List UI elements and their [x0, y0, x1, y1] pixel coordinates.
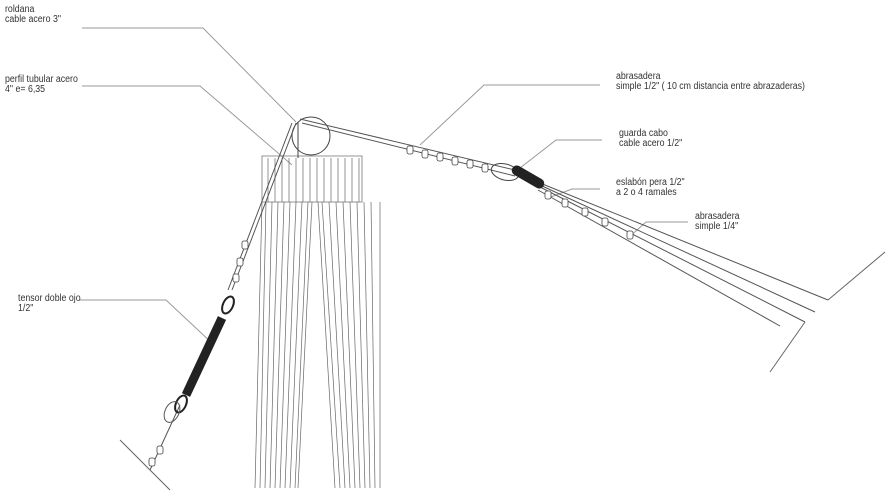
clamp	[581, 207, 589, 217]
label-guarda-cabo: guarda cabo cable acero 1/2"	[619, 129, 682, 149]
clamp	[481, 163, 489, 173]
label-line: guarda cabo	[619, 128, 668, 139]
label-line: roldana	[5, 4, 35, 15]
label-eslabon: eslabón pera 1/2" a 2 o 4 ramales	[616, 178, 685, 198]
label-line: abrasadera	[695, 211, 740, 222]
leader-perfil	[82, 85, 293, 166]
leader-lines	[80, 27, 688, 346]
leader-abrasadera-quarter	[627, 221, 688, 239]
label-roldana: roldana cable acero 3"	[5, 5, 61, 25]
label-perfil: perfil tubular acero 4" e= 6,35	[5, 75, 78, 95]
clamp	[466, 159, 474, 169]
label-line: 1/2"	[18, 303, 34, 314]
leader-tensor	[80, 299, 215, 346]
clamp	[451, 156, 459, 166]
clamp	[436, 152, 444, 162]
cables	[149, 118, 829, 471]
label-line: a 2 o 4 ramales	[616, 187, 677, 198]
leader-roldana	[82, 27, 297, 123]
label-line: simple 1/2" ( 10 cm distancia entre abra…	[616, 81, 805, 92]
leader-guarda-cabo	[519, 139, 602, 169]
wire-clamps	[148, 145, 634, 467]
label-line: cable acero 1/2"	[619, 138, 683, 149]
pear-link	[511, 165, 545, 189]
ground-lines	[119, 251, 886, 491]
pulley	[291, 116, 331, 158]
label-tensor: tensor doble ojo 1/2"	[18, 294, 81, 314]
leader-abrasadera-half	[419, 84, 600, 146]
label-line: cable acero 3"	[5, 14, 61, 25]
label-line: simple 1/4"	[695, 221, 739, 232]
label-abrasadera-quarter: abrasadera simple 1/4"	[695, 212, 740, 232]
clamp	[241, 240, 249, 250]
clamp	[406, 145, 414, 155]
label-line: tensor doble ojo	[18, 293, 81, 304]
label-line: abrasadera	[616, 71, 661, 82]
clamp	[544, 190, 552, 200]
clamp	[156, 445, 164, 455]
clamp	[561, 198, 569, 208]
clamp	[421, 149, 429, 159]
turnbuckle	[163, 295, 235, 423]
clamp	[601, 217, 609, 227]
clamp	[148, 457, 156, 467]
label-line: 4" e= 6,35	[5, 84, 46, 95]
label-line: perfil tubular acero	[5, 74, 78, 85]
label-abrasadera-half: abrasadera simple 1/2" ( 10 cm distancia…	[616, 72, 805, 92]
clamp	[626, 230, 634, 240]
steel-post	[254, 155, 381, 489]
clamp	[236, 257, 244, 267]
label-line: eslabón pera 1/2"	[616, 177, 685, 188]
clamp	[232, 273, 240, 283]
